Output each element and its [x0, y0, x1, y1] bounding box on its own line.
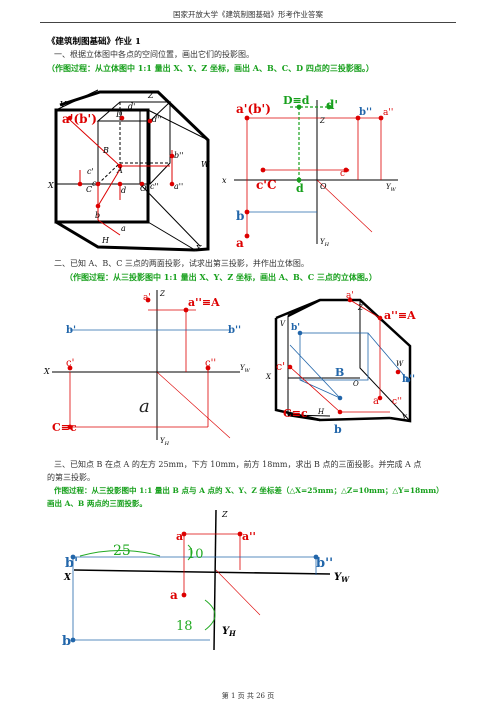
figure-label: W	[201, 160, 210, 169]
figure-label: a''	[242, 530, 256, 543]
figure-label: a''	[383, 108, 393, 118]
figure-label: X	[265, 373, 272, 381]
figure-label: d'	[128, 102, 135, 111]
figure-label: H	[317, 408, 325, 416]
q2-process: （作图过程：从三投影图中 1:1 量出 X、Y、Z 坐标，画出 A、B、C 三点…	[65, 272, 377, 282]
figure-label: 10	[187, 547, 204, 562]
figure-label: b'	[291, 323, 300, 333]
q3-process-1: 作图过程：从三投影图中 1:1 量出 B 点与 A 点的 X、Y、Z 坐标差（△…	[54, 486, 444, 495]
figure-label: YW	[240, 364, 251, 374]
figure-label: c''	[150, 182, 159, 191]
figure-label: c'	[276, 360, 285, 373]
figure-label: a''	[174, 182, 183, 191]
q3-text-2: 的第三投影。	[47, 473, 95, 482]
figure-label: C≡c	[283, 407, 308, 420]
figure-label: YH	[222, 626, 236, 638]
figure-label: Y	[402, 414, 408, 422]
q3-text-1: 三、已知点 B 在点 A 的左方 25mm，下方 10mm，前方 18mm，求出…	[54, 460, 422, 469]
q2-text: 二、已知 A、B、C 三点的两面投影，试求出第三投影，并作出立体图。	[54, 259, 309, 268]
figure-label: YH	[320, 238, 330, 248]
figure-label: d	[121, 186, 126, 195]
figure-label: a''≡A	[188, 296, 220, 309]
figure-label: a'(b')	[62, 112, 97, 126]
figure-label: b''	[228, 325, 241, 336]
figure-label: c''	[392, 397, 402, 407]
page-footer: 第 1 页 共 26 页	[221, 692, 275, 700]
figure-label: b'	[66, 325, 76, 336]
figure-label: a	[373, 396, 379, 407]
figure-label: a'(b')	[236, 102, 271, 116]
q1-text: 一、根据立体图中各点的空间位置，画出它们的投影图。	[54, 50, 254, 59]
figure-label: a	[139, 396, 150, 417]
figure-label: O	[140, 184, 147, 193]
figure-label: Y	[196, 244, 202, 253]
figure-label: X	[47, 181, 54, 190]
figure-label: O	[353, 380, 359, 388]
figure-label: Z	[147, 91, 154, 100]
figure-label: YW	[386, 183, 397, 193]
figure-label: X	[63, 573, 72, 583]
figure-label: x	[222, 176, 227, 185]
q3-process-2: 画出 A、B 两点的三面投影。	[47, 499, 147, 508]
figure-label: a'	[346, 291, 354, 301]
figure-label: Z	[159, 290, 165, 298]
figure-label: a	[121, 224, 126, 233]
figure-label: d'	[326, 98, 338, 112]
figure-label: Z	[357, 304, 363, 312]
figure-label: c'	[87, 167, 94, 176]
figure-label: c''	[205, 358, 216, 369]
figure-label: B	[335, 366, 344, 379]
figure-label: a'	[176, 530, 187, 543]
figure-label: b	[62, 634, 71, 649]
figure-label: b	[236, 209, 244, 223]
figure-label: Z	[319, 117, 325, 125]
figure-label: H	[101, 236, 110, 245]
figure-label: YW	[334, 572, 350, 584]
figure-label: B	[102, 146, 109, 155]
figure-label: b	[95, 211, 100, 220]
figure-label: D≡d	[283, 94, 310, 107]
figure-label: C	[86, 185, 92, 194]
figure-label: 18	[176, 619, 193, 634]
figure-label: c'	[66, 358, 74, 369]
figure-label: O	[320, 182, 327, 191]
figure-label: d''	[152, 115, 162, 124]
figure-label: c''	[340, 169, 350, 179]
figure-label: b''	[359, 107, 372, 118]
figure-label: Z	[221, 510, 228, 519]
figure-label: a	[170, 588, 178, 602]
figure-label: V	[280, 320, 286, 328]
figure-label: W	[396, 360, 404, 368]
figure-label: b	[334, 423, 342, 436]
figure-label: c	[92, 179, 97, 188]
figure-label: D	[115, 110, 123, 119]
figure-label: d	[296, 182, 304, 195]
assignment-title: 《建筑制图基础》作业 1	[47, 37, 141, 47]
figure-label: b''	[402, 374, 415, 385]
fig1-label: V	[60, 100, 67, 109]
figure-label: b''	[316, 556, 333, 571]
figure-label: YH	[160, 437, 170, 447]
figure-label: X	[43, 367, 50, 376]
figure-label: c'C	[256, 178, 277, 192]
figure-label: b''	[174, 151, 184, 160]
figure-label: 25	[113, 543, 131, 559]
q1-process: （作图过程：从立体图中 1:1 量出 X、Y、Z 坐标，画出 A、B、C、D 四…	[47, 63, 374, 73]
page-header: 国家开放大学《建筑制图基础》形考作业答案	[173, 10, 323, 19]
figure-label: a'	[143, 293, 151, 303]
figure-label: A	[116, 166, 123, 175]
header-rule	[40, 22, 456, 23]
figure-label: b'	[65, 556, 78, 571]
figure-label: C≡c	[52, 421, 77, 434]
figure-label: a	[236, 236, 244, 250]
figure-label: a''≡A	[384, 309, 416, 322]
